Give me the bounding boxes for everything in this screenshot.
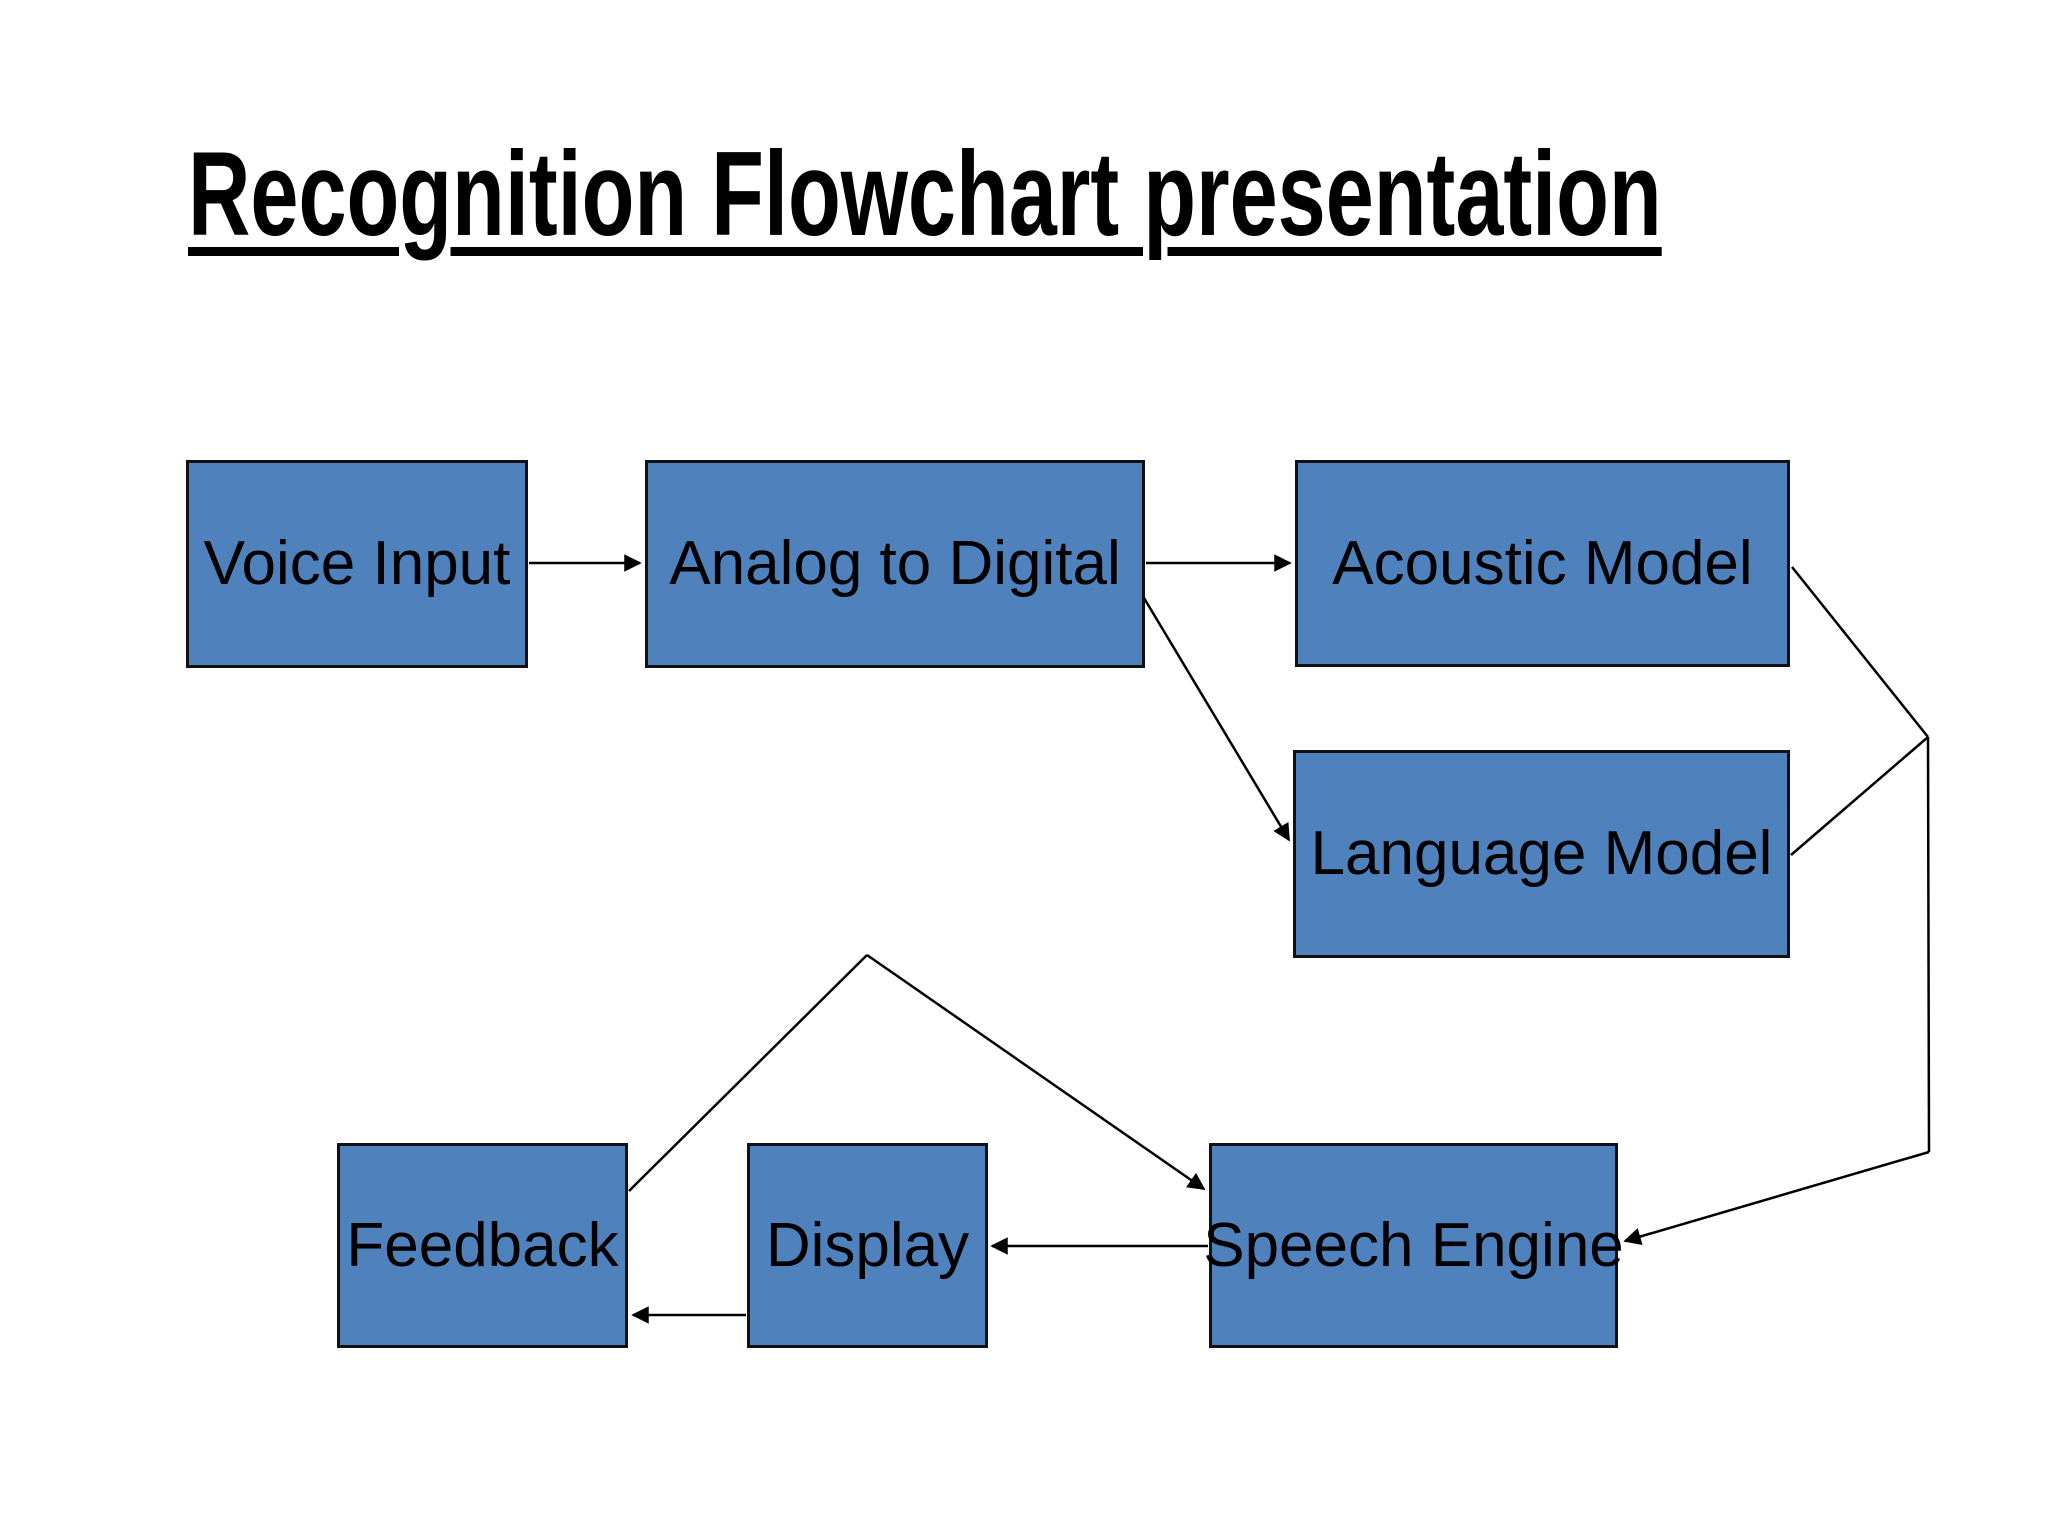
connector-merge-to-speech-engine [1623, 1150, 1930, 1245]
node-feedback: Feedback [337, 1143, 628, 1348]
page-title: Recognition Flowchart presentation [188, 128, 1662, 260]
node-display: Display [747, 1143, 988, 1348]
node-acoustic-model: Acoustic Model [1295, 460, 1790, 667]
node-voice-input: Voice Input [186, 460, 528, 668]
connector-merge-vertical [1926, 736, 1931, 1153]
node-language-model: Language Model [1293, 750, 1790, 958]
node-label-feedback: Feedback [346, 1210, 619, 1280]
node-label-acoustic-model: Acoustic Model [1332, 528, 1753, 598]
connector-acoustic-to-merge [1791, 566, 1929, 738]
node-speech-engine: Speech Engine [1203, 1143, 1624, 1348]
connector-language-to-merge [1790, 736, 1929, 856]
node-label-speech-engine: Speech Engine [1203, 1210, 1624, 1280]
page-title-text: Recognition Flowchart presentation [188, 127, 1662, 261]
node-label-voice-input: Voice Input [203, 529, 511, 598]
node-label-display: Display [765, 1210, 970, 1280]
connector-analog-to-language [1142, 597, 1291, 842]
node-label-analog-to-digital: Analog to Digital [669, 529, 1121, 598]
node-label-language-model: Language Model [1310, 819, 1773, 888]
node-analog-to-digital: Analog to Digital [645, 460, 1145, 668]
connector-feedback-to-peak [628, 954, 868, 1192]
connector-peak-to-speech-engine [866, 953, 1206, 1191]
